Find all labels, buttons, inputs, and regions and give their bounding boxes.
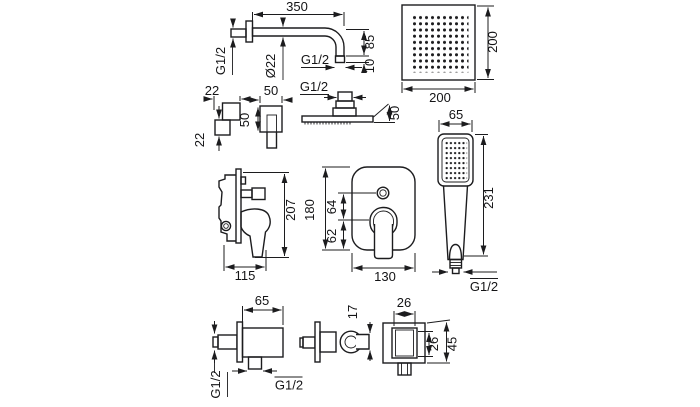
holder-flange — [314, 321, 321, 363]
dim-head-thread: G1/2 — [300, 79, 328, 94]
holder-front-view: 26 26 45 — [382, 295, 460, 376]
mixer-diverter-stem — [240, 189, 253, 199]
dim-mixer-front-width: 130 — [374, 269, 396, 284]
shower-head-side-view: G1/2 50 — [300, 79, 402, 125]
hand-shower-nozzles — [444, 140, 468, 180]
mixer-lever-handle — [373, 224, 394, 260]
dim-holder-hook: 17 — [345, 305, 360, 319]
shower-head-top-view: 200 200 — [401, 4, 500, 105]
escutcheon-small-view: 22 22 — [192, 83, 251, 151]
mixer-side-view: 207 115 — [218, 168, 298, 283]
dim-elbow-width: 65 — [255, 293, 269, 308]
dim-esc-small-height: 22 — [192, 133, 207, 147]
dim-elbow-side-thread: G1/2 — [208, 370, 223, 398]
elbow-pipe — [217, 334, 238, 350]
dim-elbow-bottom-thread: G1/2 — [275, 378, 303, 393]
hand-shower-view: 65 231 G1/2 — [432, 107, 498, 294]
dim-hand-shower-width: 65 — [449, 107, 463, 122]
dim-head-width: 200 — [429, 90, 451, 105]
hand-shower-thread — [449, 258, 463, 269]
mixer-diverter-cap — [251, 187, 266, 201]
dim-hand-shower-thread: G1/2 — [470, 279, 498, 294]
dim-mixer-side-width: 115 — [235, 268, 256, 283]
dim-mixer-front-height: 180 — [302, 199, 317, 221]
dim-mixer-lever-to-bottom: 62 — [324, 229, 339, 243]
head-thread — [337, 91, 353, 102]
dim-mixer-side-height: 207 — [283, 199, 298, 221]
arm-end-thread — [334, 55, 346, 64]
dim-arm-length: 350 — [286, 0, 308, 14]
holder-pipe — [302, 336, 316, 349]
mixer-front-view: 180 64 62 130 — [302, 166, 416, 284]
escutcheon-square-view: 50 50 — [237, 83, 293, 149]
hand-shower-handle — [442, 184, 469, 261]
dim-arm-diameter: Ø22 — [263, 54, 278, 79]
mixer-diverter-knob — [376, 186, 390, 200]
mixer-lever-side — [240, 208, 271, 258]
head-nozzle-ticks — [304, 122, 351, 125]
dim-arm-end-thread: G1/2 — [301, 52, 329, 67]
dim-head-height: 200 — [485, 31, 500, 53]
dim-arm-end-height: 10 — [362, 59, 377, 73]
dim-holder-top-width: 26 — [397, 295, 411, 310]
shower-arm-view: 350 G1/2 Ø22 G1/2 85 10 — [213, 0, 377, 80]
dim-head-side-height: 50 — [387, 106, 402, 120]
spray-nozzles — [411, 14, 469, 73]
dim-hand-shower-height: 231 — [481, 187, 496, 209]
dim-holder-inner-height: 26 — [426, 337, 441, 351]
dim-mixer-knob-to-lever: 64 — [324, 200, 339, 214]
wall-elbow-view: 65 G1/2 G1/2 — [208, 293, 303, 399]
dim-arm-wall-thread: G1/2 — [213, 47, 228, 75]
arm-wall-flange — [245, 20, 254, 43]
dim-arm-drop: 85 — [362, 35, 377, 49]
dim-esc-square-height: 50 — [237, 113, 252, 127]
dim-holder-height: 45 — [445, 337, 460, 351]
arm-wall-thread — [230, 28, 247, 38]
elbow-body — [241, 327, 284, 358]
holder-side-view: 17 — [299, 305, 373, 363]
dim-esc-small-width: 22 — [205, 83, 219, 98]
elbow-flange — [236, 321, 244, 363]
dim-esc-square-width: 50 — [264, 83, 278, 98]
mixer-wall-plate — [235, 168, 242, 244]
elbow-bottom-thread — [247, 356, 263, 370]
